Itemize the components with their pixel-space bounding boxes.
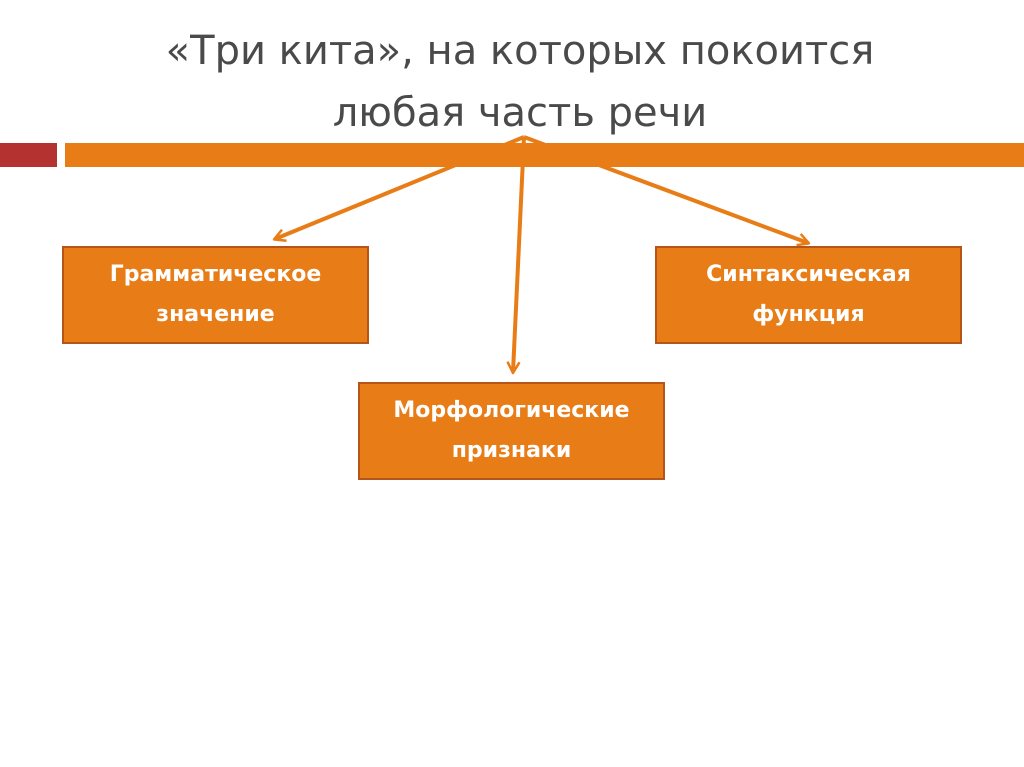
arrow-to-middle-box bbox=[513, 136, 526, 372]
box-middle-line-1: Морфологические bbox=[393, 398, 630, 423]
box-grammatical-meaning: Грамматическое значение bbox=[62, 246, 369, 344]
box-grammatical-meaning-label: Грамматическое значение bbox=[110, 255, 322, 335]
slide-title-line-1: «Три кита», на которых покоится bbox=[165, 28, 875, 74]
title-underline-orange-bar bbox=[65, 143, 1024, 167]
box-middle-line-2: признаки bbox=[451, 438, 572, 463]
box-morphological-features: Морфологические признаки bbox=[358, 382, 665, 480]
box-left-line-1: Грамматическое bbox=[109, 262, 322, 287]
box-left-line-2: значение bbox=[156, 302, 275, 327]
box-right-line-2: функция bbox=[752, 302, 865, 327]
title-underline-red-bar bbox=[0, 143, 57, 167]
slide-title-line-2: любая часть речи bbox=[332, 90, 708, 136]
box-morphological-features-label: Морфологические признаки bbox=[393, 391, 629, 471]
box-syntactic-function: Синтаксическая функция bbox=[655, 246, 962, 344]
box-right-line-1: Синтаксическая bbox=[706, 262, 911, 287]
slide-title: «Три кита», на которых покоится любая ча… bbox=[90, 20, 950, 144]
box-syntactic-function-label: Синтаксическая функция bbox=[706, 255, 911, 335]
